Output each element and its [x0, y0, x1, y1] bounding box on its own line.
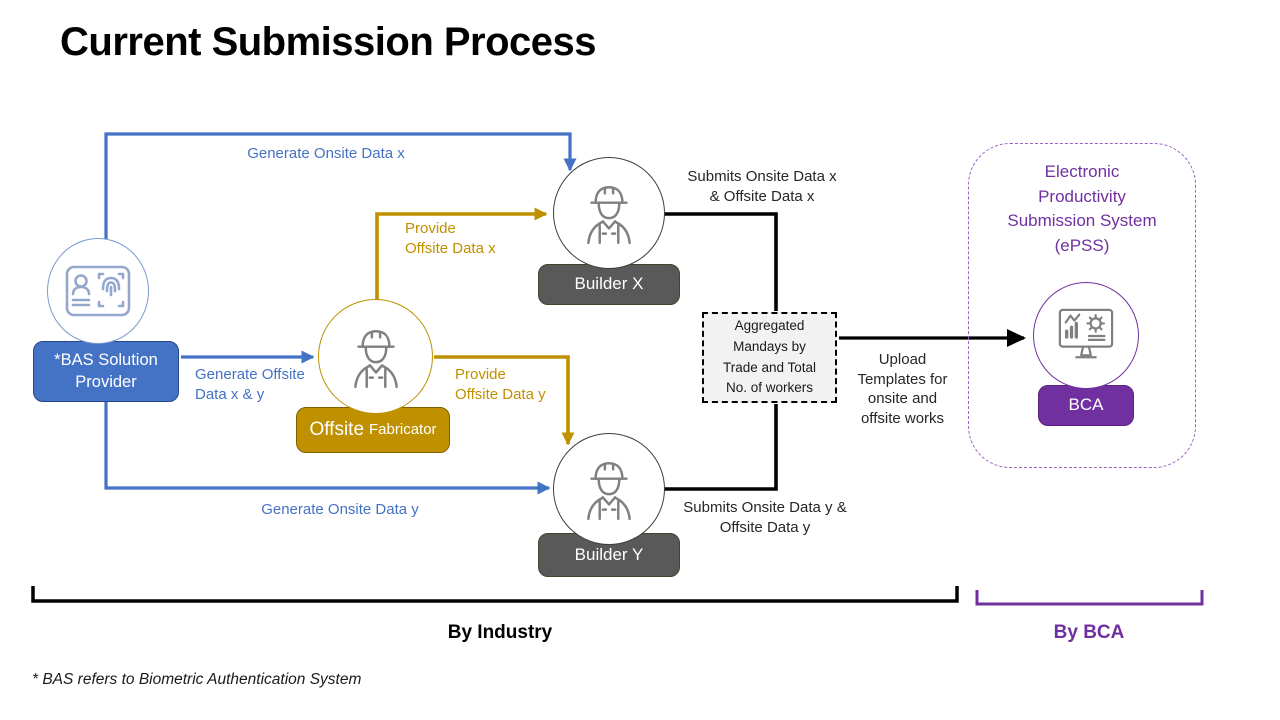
edge-label-line: offsite works — [860, 409, 945, 427]
edge-label-upload-templates: Upload Templates for onsite and offsite … — [840, 350, 965, 428]
aggregated-mandays-box: Aggregated Mandays by Trade and Total No… — [702, 312, 837, 403]
edge-label-generate-onsite-x: Generate Onsite Data x — [247, 145, 405, 162]
builder-x-node — [553, 157, 665, 269]
construction-worker-icon — [576, 180, 642, 246]
construction-worker-icon — [343, 324, 409, 390]
aggregated-line: Trade and Total — [722, 359, 817, 375]
edge-submits-y-line — [664, 404, 778, 491]
footnote: * BAS refers to Biometric Authentication… — [32, 671, 362, 688]
construction-worker-icon — [576, 456, 642, 522]
aggregated-line: No. of workers — [725, 380, 814, 396]
offsite-fabricator-label-primary: Offsite — [309, 418, 365, 440]
bca-label: BCA — [1038, 385, 1134, 426]
builder-x-label: Builder X — [538, 264, 680, 305]
offsite-fabricator-label: Offsite Fabricator — [296, 407, 450, 453]
edge-label-line: Submits Onsite Data y & — [683, 499, 847, 516]
edge-label-line: Offsite Data y — [455, 385, 546, 403]
edge-label-generate-onsite-y: Generate Onsite Data y — [261, 501, 419, 518]
analytics-monitor-icon — [1055, 307, 1117, 365]
aggregated-line: Aggregated — [734, 317, 805, 333]
builder-x-label-text: Builder X — [574, 274, 644, 294]
edge-provide-offsite-x-line — [375, 207, 548, 310]
edge-label-line: Submits Onsite Data x — [687, 168, 837, 185]
epss-system-container — [968, 143, 1196, 468]
builder-y-node — [553, 433, 665, 545]
aggregated-line: Mandays by — [733, 338, 806, 354]
edge-label-line: Offsite Data y — [719, 518, 811, 536]
edge-label-line: & Offsite Data x — [709, 187, 815, 205]
edge-provide-offsite-y-line — [434, 355, 575, 446]
edge-submits-x-line — [664, 212, 778, 311]
edge-label-line: Provide — [405, 220, 456, 237]
edge-label-line: Provide — [455, 366, 506, 383]
offsite-fabricator-node — [318, 299, 433, 414]
bas-provider-label-line2: Provider — [75, 372, 137, 391]
builder-y-label-text: Builder Y — [574, 544, 644, 564]
edge-label-line: onsite and — [867, 390, 938, 407]
epss-title: Electronic Productivity Submission Syste… — [980, 160, 1184, 259]
edge-label-line: Data x & y — [195, 385, 265, 403]
bas-provider-label: *BAS Solution Provider — [33, 341, 179, 402]
offsite-fabricator-label-secondary: Fabricator — [369, 421, 437, 439]
bca-label-text: BCA — [1068, 395, 1104, 415]
edge-label-provide-offsite-y: Provide Offsite Data y — [455, 365, 585, 404]
edge-generate-onsite-x-line — [104, 132, 577, 245]
epss-title-line: Productivity — [1038, 186, 1126, 206]
group-label-by-bca: By BCA — [1053, 622, 1125, 643]
epss-title-line: (ePSS) — [1054, 235, 1110, 255]
epss-title-line: Submission System — [1007, 211, 1157, 231]
edge-label-line: Generate Offsite — [195, 366, 305, 383]
id-card-fingerprint-icon — [65, 265, 131, 317]
bca-bracket — [975, 590, 1204, 606]
edge-label-submits-y: Submits Onsite Data y & Offsite Data y — [665, 498, 865, 537]
epss-title-line: Electronic — [1044, 162, 1120, 181]
epss-node — [1033, 282, 1139, 389]
edge-label-provide-offsite-x: Provide Offsite Data x — [405, 219, 535, 258]
edge-label-generate-offsite-xy: Generate Offsite Data x & y — [195, 365, 325, 404]
slide-title: Current Submission Process — [60, 20, 597, 64]
bas-provider-node — [47, 238, 149, 344]
edge-label-line: Offsite Data x — [405, 239, 496, 257]
bas-provider-label-line1: *BAS Solution — [54, 351, 158, 370]
industry-bracket — [31, 586, 959, 603]
edge-label-line: Templates for — [857, 370, 948, 388]
edge-label-submits-x: Submits Onsite Data x & Offsite Data x — [662, 167, 862, 206]
group-label-by-industry: By Industry — [447, 622, 553, 643]
edge-generate-onsite-y-line — [104, 402, 551, 495]
edge-label-line: Upload — [878, 351, 927, 368]
